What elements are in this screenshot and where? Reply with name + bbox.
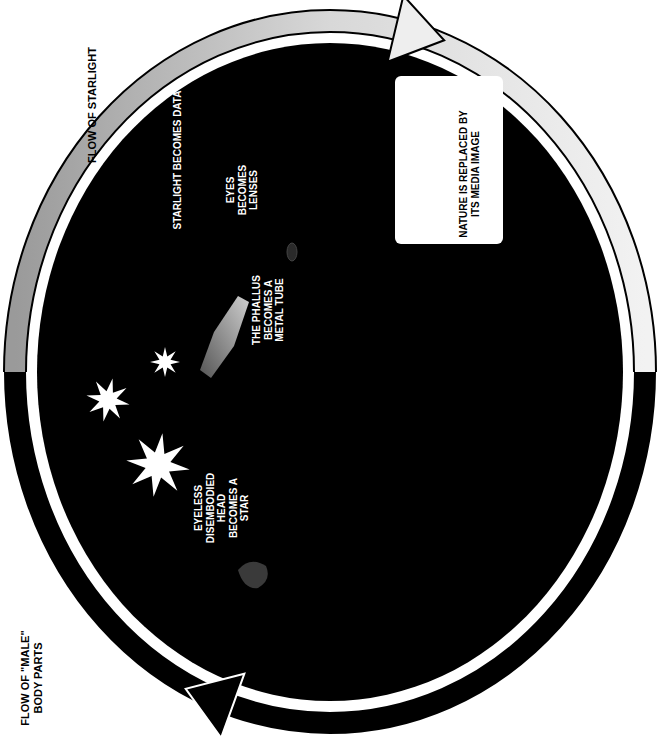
lens xyxy=(287,243,297,261)
box-text: NATURE IS REPLACED BY ITS MEDIA IMAGE xyxy=(458,110,481,238)
head xyxy=(238,562,268,588)
callout-text: EYES BECOMES LENSES xyxy=(225,160,260,220)
callout-text: STARLIGHT BECOMES DATA xyxy=(172,80,184,240)
star xyxy=(150,347,180,377)
star xyxy=(122,429,194,501)
starlight-arrowhead xyxy=(388,0,445,62)
callout-text: EYELESS DISEMBODIED HEAD BECOMES A STAR xyxy=(193,468,251,548)
flow-label: FLOW OF "MALE" BODY PARTS xyxy=(19,622,44,734)
body-parts-arrowhead xyxy=(186,674,245,738)
metal-tube xyxy=(200,296,249,378)
starlight-band xyxy=(15,21,645,372)
flow-label: FLOW OF STARLIGHT xyxy=(86,35,99,175)
body-parts-band xyxy=(15,372,645,723)
starlight-band-outline xyxy=(15,21,645,372)
star xyxy=(82,374,134,426)
media-image-box: NATURE IS REPLACED BY ITS MEDIA IMAGE xyxy=(395,76,503,244)
callout-text: THE PHALLUS BECOMES A METAL TUBE xyxy=(251,268,286,353)
black-disk xyxy=(37,43,623,701)
